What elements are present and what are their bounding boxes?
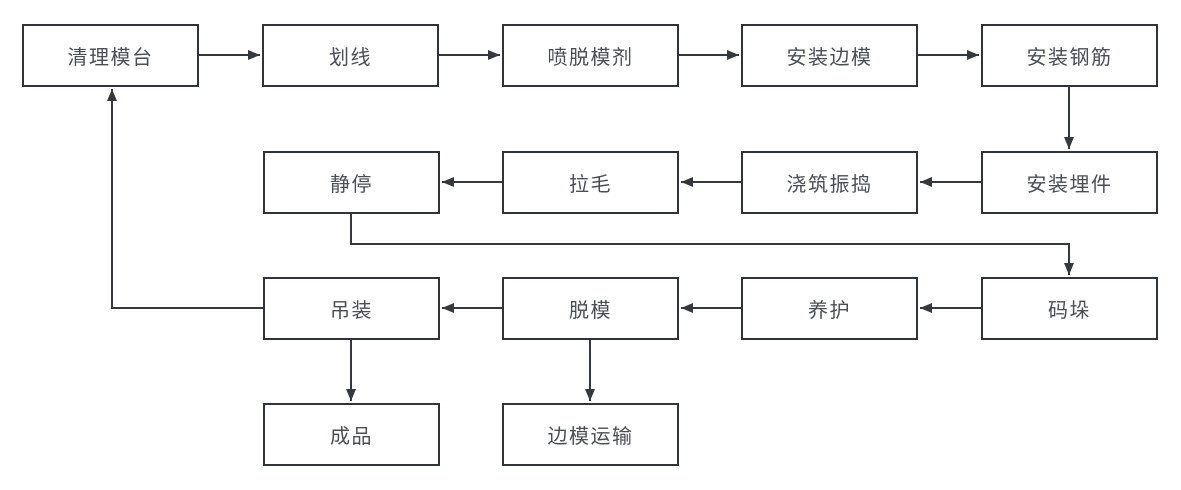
node-side-mold-transport: 边模运输 [502, 403, 679, 466]
node-resting: 静停 [263, 151, 440, 214]
edge-hoisting-to-clean-table [107, 89, 263, 309]
node-spray-release-agent: 喷脱模剂 [502, 24, 679, 87]
node-install-embeds: 安装埋件 [981, 151, 1158, 214]
node-roughening: 拉毛 [502, 151, 679, 214]
node-install-side-mold: 安装边模 [741, 24, 918, 87]
node-clean-table: 清理模台 [22, 24, 199, 87]
edge-resting-to-stacking [350, 214, 1074, 275]
node-hoisting: 吊装 [263, 277, 440, 340]
node-curing: 养护 [741, 277, 918, 340]
node-stacking: 码垛 [981, 277, 1158, 340]
node-finished-product: 成品 [263, 403, 440, 466]
node-install-rebar: 安装钢筋 [981, 24, 1158, 87]
node-pour-and-vibrate: 浇筑振捣 [741, 151, 918, 214]
node-marking: 划线 [262, 24, 439, 87]
node-demolding: 脱模 [502, 277, 679, 340]
